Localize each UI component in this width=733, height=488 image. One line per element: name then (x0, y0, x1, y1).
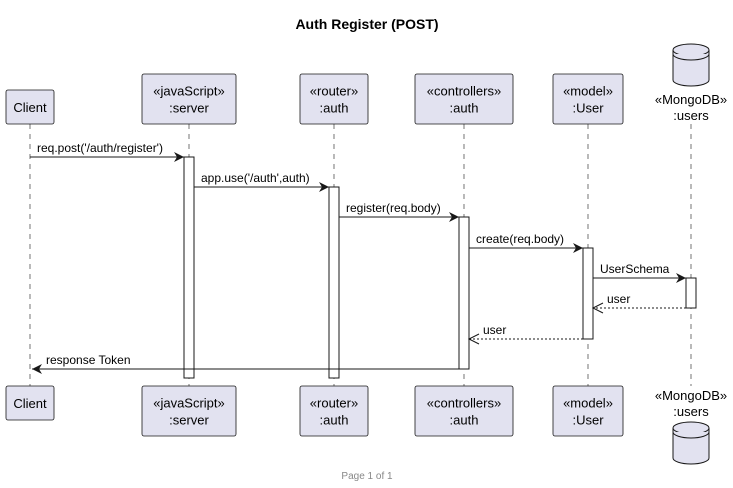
participants-top: Client«javaScript»:server«router»:auth«c… (5, 43, 727, 125)
message-label: create(req.body) (476, 232, 564, 246)
participant-label: :User (572, 413, 604, 428)
message-arrowhead (467, 333, 480, 345)
database-cylinder-band (672, 431, 710, 439)
participant-box (299, 385, 369, 437)
participant-box (141, 385, 237, 437)
participant-server-bottom: «javaScript» :server (141, 385, 237, 437)
participant-db-bottom: «MongoDB»:users (655, 388, 727, 465)
participant-box (141, 73, 237, 125)
participant-label: «model» (563, 396, 613, 411)
participants-bottom: Client«javaScript»:server«router»:auth«c… (5, 385, 727, 465)
participant-label: «model» (563, 84, 613, 99)
participant-db-top: «MongoDB»:users (655, 43, 727, 123)
participant-box (5, 89, 55, 125)
participant-server-top: «javaScript» :server (141, 73, 237, 125)
message-arrowhead (319, 182, 329, 192)
database-icon (672, 421, 710, 465)
message-label: app.use('/auth',auth) (201, 171, 310, 185)
activation-bars (183, 156, 697, 379)
message-7: user (467, 323, 583, 345)
participant-box (299, 73, 369, 125)
participant-label: Client (13, 100, 47, 115)
message-5: UserSchema (593, 262, 686, 283)
message-6: user (591, 292, 686, 314)
participant-controller-bottom: «controllers» :auth (414, 385, 514, 437)
messages: req.post('/auth/register') app.use('/auth… (30, 141, 686, 374)
message-1: req.post('/auth/register') (30, 141, 184, 162)
diagram-title: Auth Register (POST) (295, 16, 438, 32)
activation-bar-server (183, 156, 195, 379)
participant-label: :auth (450, 413, 479, 428)
participant-label: «javaScript» (153, 396, 225, 411)
participant-label: :auth (450, 101, 479, 116)
message-arrowhead (32, 364, 42, 374)
page-footer: Page 1 of 1 (341, 471, 393, 482)
message-arrowhead (573, 243, 583, 253)
participant-box (552, 385, 624, 437)
message-3: register(req.body) (339, 201, 459, 222)
participant-label: Client (13, 396, 47, 411)
participant-label: «javaScript» (153, 84, 225, 99)
participant-router-bottom: «router» :auth (299, 385, 369, 437)
participant-label: :server (169, 101, 209, 116)
activation-bar-model (582, 247, 594, 340)
message-arrowhead (174, 152, 184, 162)
participant-label: «router» (310, 396, 358, 411)
participant-label: :users (673, 108, 709, 123)
message-2: app.use('/auth',auth) (194, 171, 329, 192)
participant-label: «router» (310, 84, 358, 99)
participant-label: :users (673, 404, 709, 419)
message-label: user (483, 323, 506, 337)
participant-model-top: «model» :User (552, 73, 624, 125)
participant-label: :auth (320, 101, 349, 116)
message-4: create(req.body) (469, 232, 583, 253)
participant-router-top: «router» :auth (299, 73, 369, 125)
participant-box (552, 73, 624, 125)
message-label: user (607, 292, 630, 306)
participant-client-top: Client (5, 89, 55, 125)
activation-bar-db (685, 277, 697, 309)
message-label: UserSchema (600, 262, 670, 276)
participant-label: :User (572, 101, 604, 116)
participant-client-bottom: Client (5, 385, 55, 421)
message-label: response Token (46, 353, 131, 367)
message-arrowhead (676, 273, 686, 283)
participant-box (414, 73, 514, 125)
database-cylinder-band (672, 53, 710, 61)
message-label: req.post('/auth/register') (37, 141, 163, 155)
participant-label: «controllers» (427, 396, 501, 411)
participant-model-bottom: «model» :User (552, 385, 624, 437)
activation-bar-controller (458, 216, 470, 370)
participant-label: «MongoDB» (655, 388, 727, 403)
message-arrowhead (591, 302, 604, 314)
participant-box (5, 385, 55, 421)
database-icon (672, 43, 710, 87)
message-label: register(req.body) (346, 201, 441, 215)
participant-label: «controllers» (427, 84, 501, 99)
participant-controller-top: «controllers» :auth (414, 73, 514, 125)
participant-box (414, 385, 514, 437)
participant-label: :auth (320, 413, 349, 428)
message-arrowhead (449, 212, 459, 222)
participant-label: :server (169, 413, 209, 428)
activation-bar-router (328, 186, 340, 379)
participant-label: «MongoDB» (655, 92, 727, 107)
message-8: response Token (32, 353, 459, 374)
